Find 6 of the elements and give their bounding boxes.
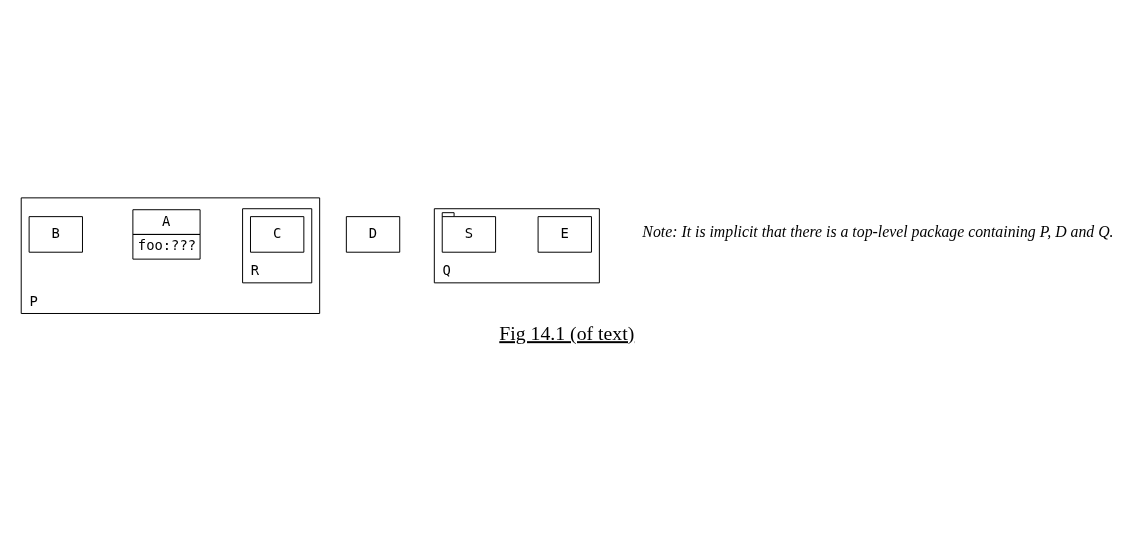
node-box: E <box>537 216 592 253</box>
caption: Fig 14.1 (of text) <box>499 322 635 345</box>
label: Note: It is implicit that there is a top-level package containing P, D and Q. <box>642 223 1114 241</box>
node-box: D <box>345 216 401 253</box>
node-box: C <box>250 216 305 253</box>
node-box: B <box>28 216 83 253</box>
